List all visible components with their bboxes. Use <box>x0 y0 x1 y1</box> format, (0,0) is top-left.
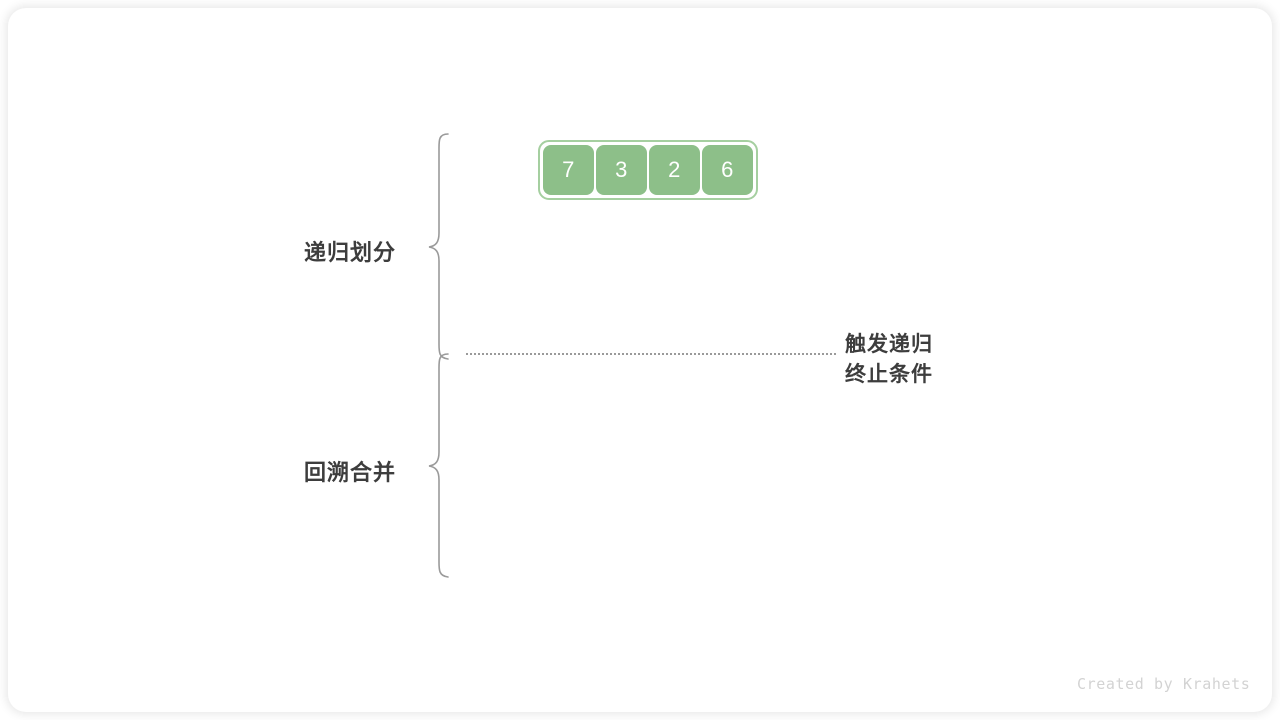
array-cell[interactable]: 3 <box>596 145 647 195</box>
recursion-threshold-line <box>466 353 836 355</box>
array-cell[interactable]: 2 <box>649 145 700 195</box>
merge-brace <box>428 353 449 578</box>
threshold-note-line-2: 终止条件 <box>845 363 933 386</box>
phase-label-merge: 回溯合并 <box>304 460 397 485</box>
recursion-threshold-note: 触发递归 终止条件 <box>845 330 933 390</box>
array-cell[interactable]: 6 <box>702 145 753 195</box>
divide-brace <box>428 133 449 360</box>
threshold-note-line-1: 触发递归 <box>845 333 933 356</box>
array-outer-frame: 7 3 2 6 <box>538 140 758 200</box>
canvas-card <box>8 8 1272 712</box>
array-cell[interactable]: 7 <box>543 145 594 195</box>
watermark-credit: Created by Krahets <box>1077 675 1251 693</box>
input-array: 7 3 2 6 <box>538 140 758 200</box>
phase-label-divide: 递归划分 <box>304 240 397 265</box>
